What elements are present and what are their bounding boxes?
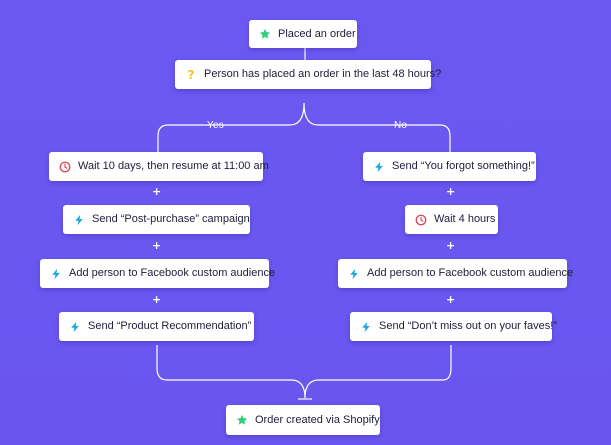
- yes-step-facebook-audience[interactable]: Add person to Facebook custom audience: [40, 259, 275, 288]
- star-icon: [236, 414, 248, 426]
- outcome-node[interactable]: Order created via Shopify: [226, 405, 380, 435]
- plus-connector: +: [446, 293, 456, 306]
- clock-icon: [415, 214, 427, 226]
- bolt-icon: [348, 268, 360, 280]
- no-branch-label: No: [394, 120, 408, 131]
- no-step-send-faves[interactable]: Send “Don’t miss out on your faves!”: [350, 312, 557, 341]
- plus-connector: +: [446, 239, 456, 252]
- bolt-icon: [73, 214, 85, 226]
- step-label: Wait 4 hours: [434, 213, 496, 225]
- bolt-icon: [360, 321, 372, 333]
- condition-label: Person has placed an order in the last 4…: [204, 68, 442, 80]
- yes-branch-label: Yes: [207, 120, 224, 131]
- trigger-node[interactable]: Placed an order: [249, 20, 357, 48]
- bolt-icon: [50, 268, 62, 280]
- trigger-label: Placed an order: [278, 27, 356, 40]
- step-label: Add person to Facebook custom audience: [69, 267, 276, 279]
- question-icon: ?: [187, 67, 195, 82]
- step-label: Send “You forgot something!”: [392, 160, 535, 172]
- branch-merge-brace: [156, 345, 452, 399]
- outcome-label: Order created via Shopify: [255, 413, 380, 426]
- plus-connector: +: [152, 239, 162, 252]
- no-step-facebook-audience[interactable]: Add person to Facebook custom audience: [338, 259, 573, 288]
- clock-icon: [59, 161, 71, 173]
- yes-step-send-campaign[interactable]: Send “Post-purchase” campaign: [63, 205, 250, 234]
- plus-connector: +: [446, 185, 456, 198]
- plus-connector: +: [152, 185, 162, 198]
- plus-connector: +: [152, 293, 162, 306]
- condition-node[interactable]: ? Person has placed an order in the last…: [175, 60, 441, 89]
- step-label: Add person to Facebook custom audience: [367, 267, 574, 279]
- step-label: Wait 10 days, then resume at 11:00 am: [78, 160, 269, 172]
- yes-step-wait[interactable]: Wait 10 days, then resume at 11:00 am: [49, 152, 269, 181]
- step-label: Send “Product Recommendation”: [88, 320, 252, 332]
- bolt-icon: [69, 321, 81, 333]
- no-step-wait[interactable]: Wait 4 hours: [405, 205, 498, 234]
- yes-step-send-recommendation[interactable]: Send “Product Recommendation”: [59, 312, 254, 341]
- branch-split-brace: [157, 102, 451, 152]
- step-label: Send “Don’t miss out on your faves!”: [379, 320, 557, 332]
- step-label: Send “Post-purchase” campaign: [92, 213, 250, 225]
- no-step-send-forgot[interactable]: Send “You forgot something!”: [363, 152, 536, 181]
- star-icon: [259, 28, 271, 40]
- bolt-icon: [373, 161, 385, 173]
